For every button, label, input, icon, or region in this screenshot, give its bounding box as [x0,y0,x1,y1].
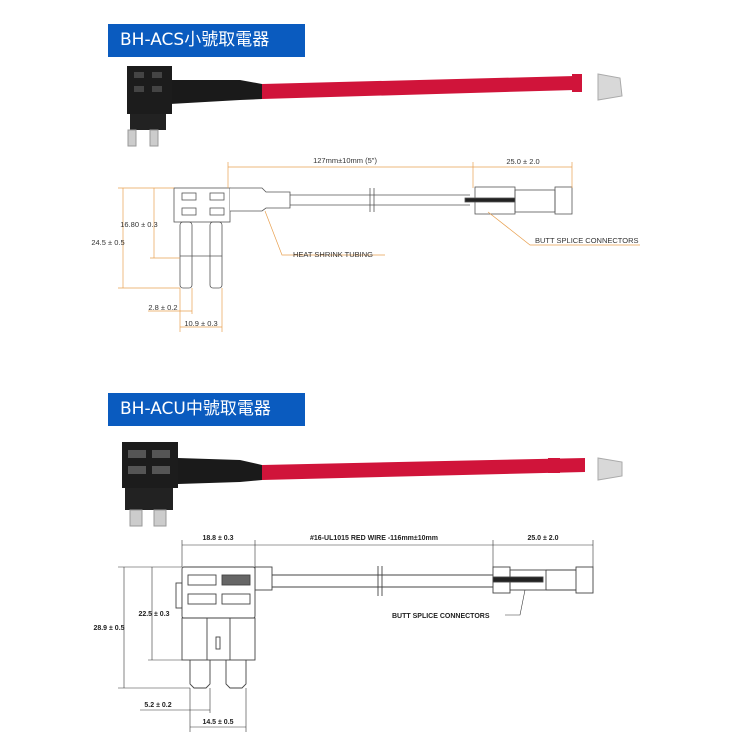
dim-blade-span: 14.5 ± 0.5 [202,719,233,726]
dim-blade-width: 2.8 ± 0.2 [148,303,177,312]
blade-right [209,221,223,289]
dimension-lines [118,162,640,332]
heat-shrink-tubing [230,187,291,212]
diagram-acs [118,162,640,332]
section1-title-banner: BH-ACS小號取電器 [108,24,305,57]
dim-wire-spec: #16-UL1015 RED WIRE -116mm±10mm [310,535,438,542]
fuse-body [173,187,231,223]
dim-blade-width: 5.2 ± 0.2 [144,702,171,709]
dim-total-height: 24.5 ± 0.5 [91,238,124,247]
label-butt-splice: BUTT SPLICE CONNECTORS [392,613,490,620]
blade-right [225,660,247,689]
dim-body-width: 18.8 ± 0.3 [202,535,233,542]
product-photo-acu [122,442,623,527]
dim-wire-length: 127mm±10mm (5") [313,156,377,165]
label-butt-splice: BUTT SPLICE CONNECTORS [535,236,639,245]
dim-body-height: 22.5 ± 0.3 [138,611,169,618]
dim-blade-span: 10.9 ± 0.3 [184,319,217,328]
dim-connector-length: 25.0 ± 2.0 [506,157,539,166]
diagram-acu [118,540,594,732]
blade-left [189,660,211,689]
dim-total-height: 28.9 ± 0.5 [93,625,124,632]
section2-title-banner: BH-ACU中號取電器 [108,393,305,426]
label-heat-shrink: HEAT SHRINK TUBING [293,250,373,259]
product-photo-acs [127,66,623,147]
dim-connector-length: 25.0 ± 2.0 [527,535,558,542]
fuse-lower [181,617,256,661]
dim-body-height: 16.80 ± 0.3 [120,220,157,229]
dimension-lines [118,540,594,732]
blade-left [179,221,193,289]
